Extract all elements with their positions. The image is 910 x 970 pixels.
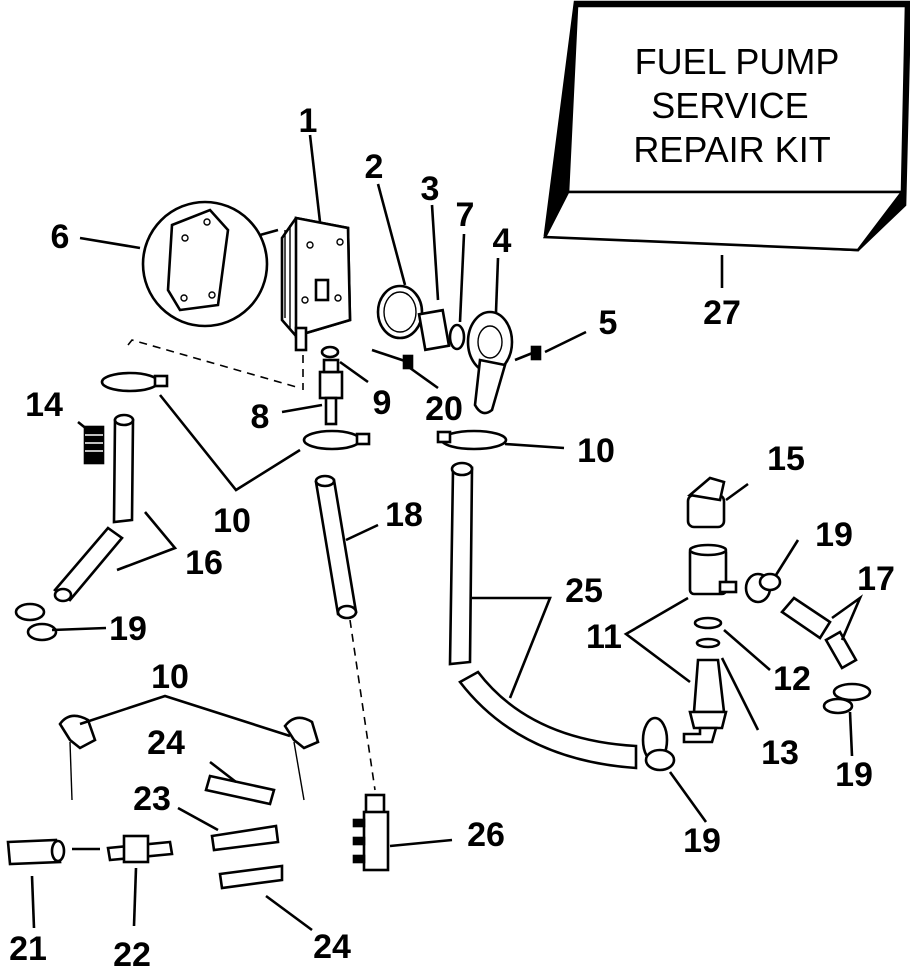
tee-fitting <box>106 834 174 864</box>
callout-27: 27 <box>703 294 741 332</box>
hose-23 <box>210 824 280 852</box>
o-ring-inner <box>383 291 417 333</box>
kit-box-line2: SERVICE <box>651 85 808 126</box>
short-hose-24-upper <box>204 774 276 806</box>
short-hose-24-lower <box>218 864 284 890</box>
spring-clip-bottom <box>641 716 676 772</box>
cover-detail-circle <box>141 200 279 328</box>
filter-housing <box>688 543 738 596</box>
fuel-pump-body <box>280 216 352 352</box>
short-hose-upper <box>780 596 832 640</box>
callout-6: 6 <box>51 218 70 256</box>
hose-lower-left <box>53 526 124 602</box>
hose-upper-left <box>112 418 135 524</box>
callout-18: 18 <box>385 496 423 534</box>
filter-cap <box>686 476 726 529</box>
callout-22: 22 <box>113 936 151 970</box>
clamp-top-left <box>100 371 169 393</box>
fuel-manifold <box>352 793 390 872</box>
callout-24-upper: 24 <box>147 724 185 762</box>
short-hose-lower <box>824 630 858 670</box>
callout-3: 3 <box>421 170 440 208</box>
assembly-dash-1 <box>127 339 301 389</box>
callout-19-bottom: 19 <box>683 822 721 860</box>
callout-17: 17 <box>857 560 895 598</box>
small-o-ring <box>448 323 466 351</box>
callout-7: 7 <box>456 196 475 234</box>
callout-16: 16 <box>185 544 223 582</box>
callout-10-left: 10 <box>213 502 251 540</box>
callout-19-upper: 19 <box>815 516 853 554</box>
cover-screw <box>514 345 542 362</box>
callout-20: 20 <box>425 390 463 428</box>
callout-4: 4 <box>493 222 512 260</box>
callout-21: 21 <box>9 930 47 968</box>
callout-19-left: 19 <box>109 610 147 648</box>
diaphragm-screen <box>417 308 451 352</box>
callout-12: 12 <box>773 660 811 698</box>
filter-cover <box>466 310 514 415</box>
callout-1: 1 <box>299 102 318 140</box>
mounting-screw <box>371 348 414 370</box>
kit-box-line3: REPAIR KIT <box>633 129 830 170</box>
callout-11: 11 <box>586 618 622 656</box>
fitting <box>318 358 344 426</box>
clamp-right <box>436 429 508 451</box>
clamp-bottom-left <box>58 714 97 801</box>
spring-clip-left <box>14 602 58 642</box>
clamp-center <box>302 429 371 451</box>
spring <box>83 425 105 465</box>
repair-kit-box: FUEL PUMP SERVICE REPAIR KIT <box>542 0 910 252</box>
callout-19-far-right: 19 <box>835 756 873 794</box>
callout-8: 8 <box>251 398 270 436</box>
callout-9: 9 <box>373 384 392 422</box>
clamp-bottom-right <box>283 716 320 801</box>
callout-10-bottom: 10 <box>151 658 189 696</box>
spring-clip-far-right <box>822 682 872 715</box>
callout-labels: 1 2 3 7 4 5 6 8 9 20 10 10 14 16 19 18 2… <box>9 102 895 970</box>
callout-26: 26 <box>467 816 505 854</box>
callout-10-right: 10 <box>577 432 615 470</box>
filter-o-ring <box>693 616 723 630</box>
washer <box>320 345 340 359</box>
callout-14: 14 <box>25 386 63 424</box>
callout-5: 5 <box>599 304 618 342</box>
callout-15: 15 <box>767 440 805 478</box>
spring-clip-upper-right <box>744 572 782 604</box>
callout-2: 2 <box>365 148 384 186</box>
connector-21 <box>6 838 66 866</box>
o-ring-gasket <box>376 284 424 340</box>
hose-long-lower <box>458 670 638 770</box>
callout-23: 23 <box>133 780 171 818</box>
assembly-dash-3 <box>349 619 376 791</box>
hose-center <box>314 478 358 616</box>
filter-element <box>682 637 728 744</box>
kit-box-line1: FUEL PUMP <box>635 41 840 82</box>
callout-13: 13 <box>761 734 799 772</box>
hose-long-upper <box>448 466 474 666</box>
callout-25: 25 <box>565 572 603 610</box>
callout-24-lower: 24 <box>313 928 351 966</box>
leader-lines <box>30 134 864 932</box>
